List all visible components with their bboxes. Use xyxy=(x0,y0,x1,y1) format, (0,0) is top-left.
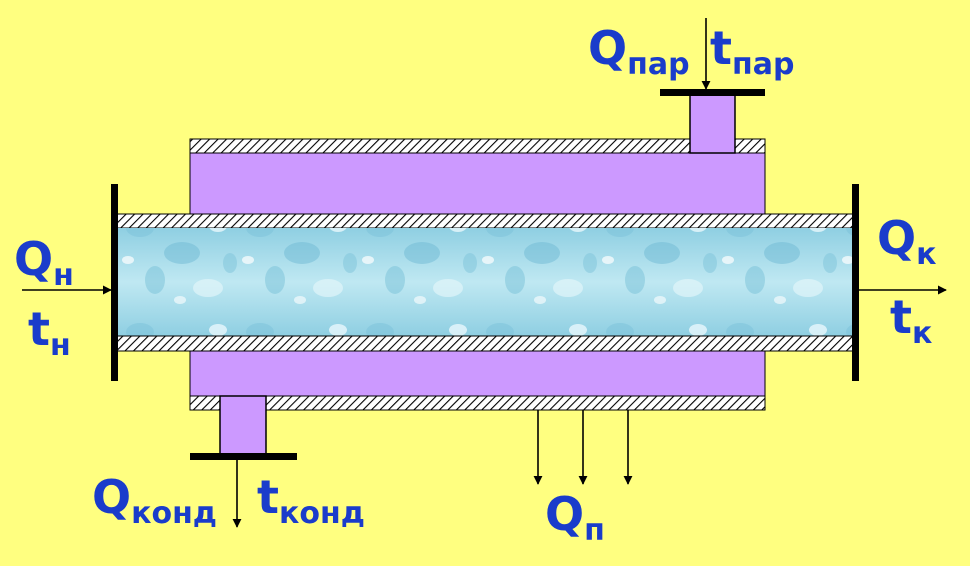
steam-inlet-flange xyxy=(660,89,765,96)
steam-flow-label: Qпар xyxy=(588,21,690,82)
inlet-flow-label: Qн xyxy=(14,232,74,293)
tube-bottom-wall xyxy=(114,335,856,352)
condensate-temp-label: tконд xyxy=(257,470,365,531)
steam-temp-label: tпар xyxy=(710,21,794,82)
condensate-outlet-pipe xyxy=(219,395,267,455)
outlet-flow-label: Qк xyxy=(877,211,936,272)
jacket-upper-cavity xyxy=(189,152,766,215)
liquid-drops xyxy=(117,228,853,336)
jacket-lower-cavity xyxy=(189,350,766,397)
inlet-temp-label: tн xyxy=(28,302,71,363)
left-flange xyxy=(111,184,118,381)
condensate-outlet-flange xyxy=(190,453,297,460)
jacket-bottom-wall xyxy=(189,395,766,411)
outlet-temp-label: tк xyxy=(890,290,932,351)
heat-loss-label: Qп xyxy=(545,487,605,548)
right-flange xyxy=(852,184,859,381)
tube-top-wall xyxy=(114,213,856,229)
condensate-flow-label: Qконд xyxy=(92,470,217,531)
jacket-top-wall xyxy=(189,138,766,154)
steam-inlet-pipe xyxy=(689,94,736,154)
